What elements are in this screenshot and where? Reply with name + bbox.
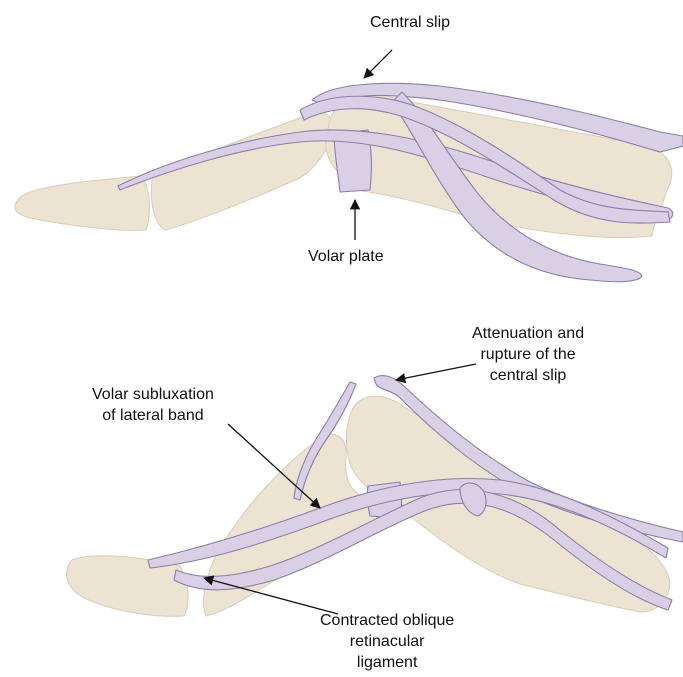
attenuation-label-line-3: central slip	[472, 365, 584, 386]
oblique-ligament-label-line-3: ligament	[320, 652, 454, 673]
attenuation-label-line-1: Attenuation and	[472, 323, 584, 344]
oblique-ligament-label: Contracted oblique retinacular ligament	[320, 610, 454, 673]
central-slip-label: Central slip	[370, 12, 450, 33]
middle-phalanx	[151, 113, 334, 230]
oblique-ligament-label-line-2: retinacular	[320, 631, 454, 652]
volar-subluxation-label: Volar subluxation of lateral band	[92, 384, 214, 426]
attenuation-arrow	[396, 364, 476, 380]
volar-subluxation-label-line-2: of lateral band	[92, 405, 214, 426]
volar-plate-label: Volar plate	[308, 246, 384, 267]
attenuation-label-line-2: rupture of the	[472, 344, 584, 365]
attenuation-label: Attenuation and rupture of the central s…	[472, 323, 584, 386]
central-slip-arrow	[364, 50, 392, 78]
volar-subluxation-label-line-1: Volar subluxation	[92, 384, 214, 405]
oblique-ligament-label-line-1: Contracted oblique	[320, 610, 454, 631]
